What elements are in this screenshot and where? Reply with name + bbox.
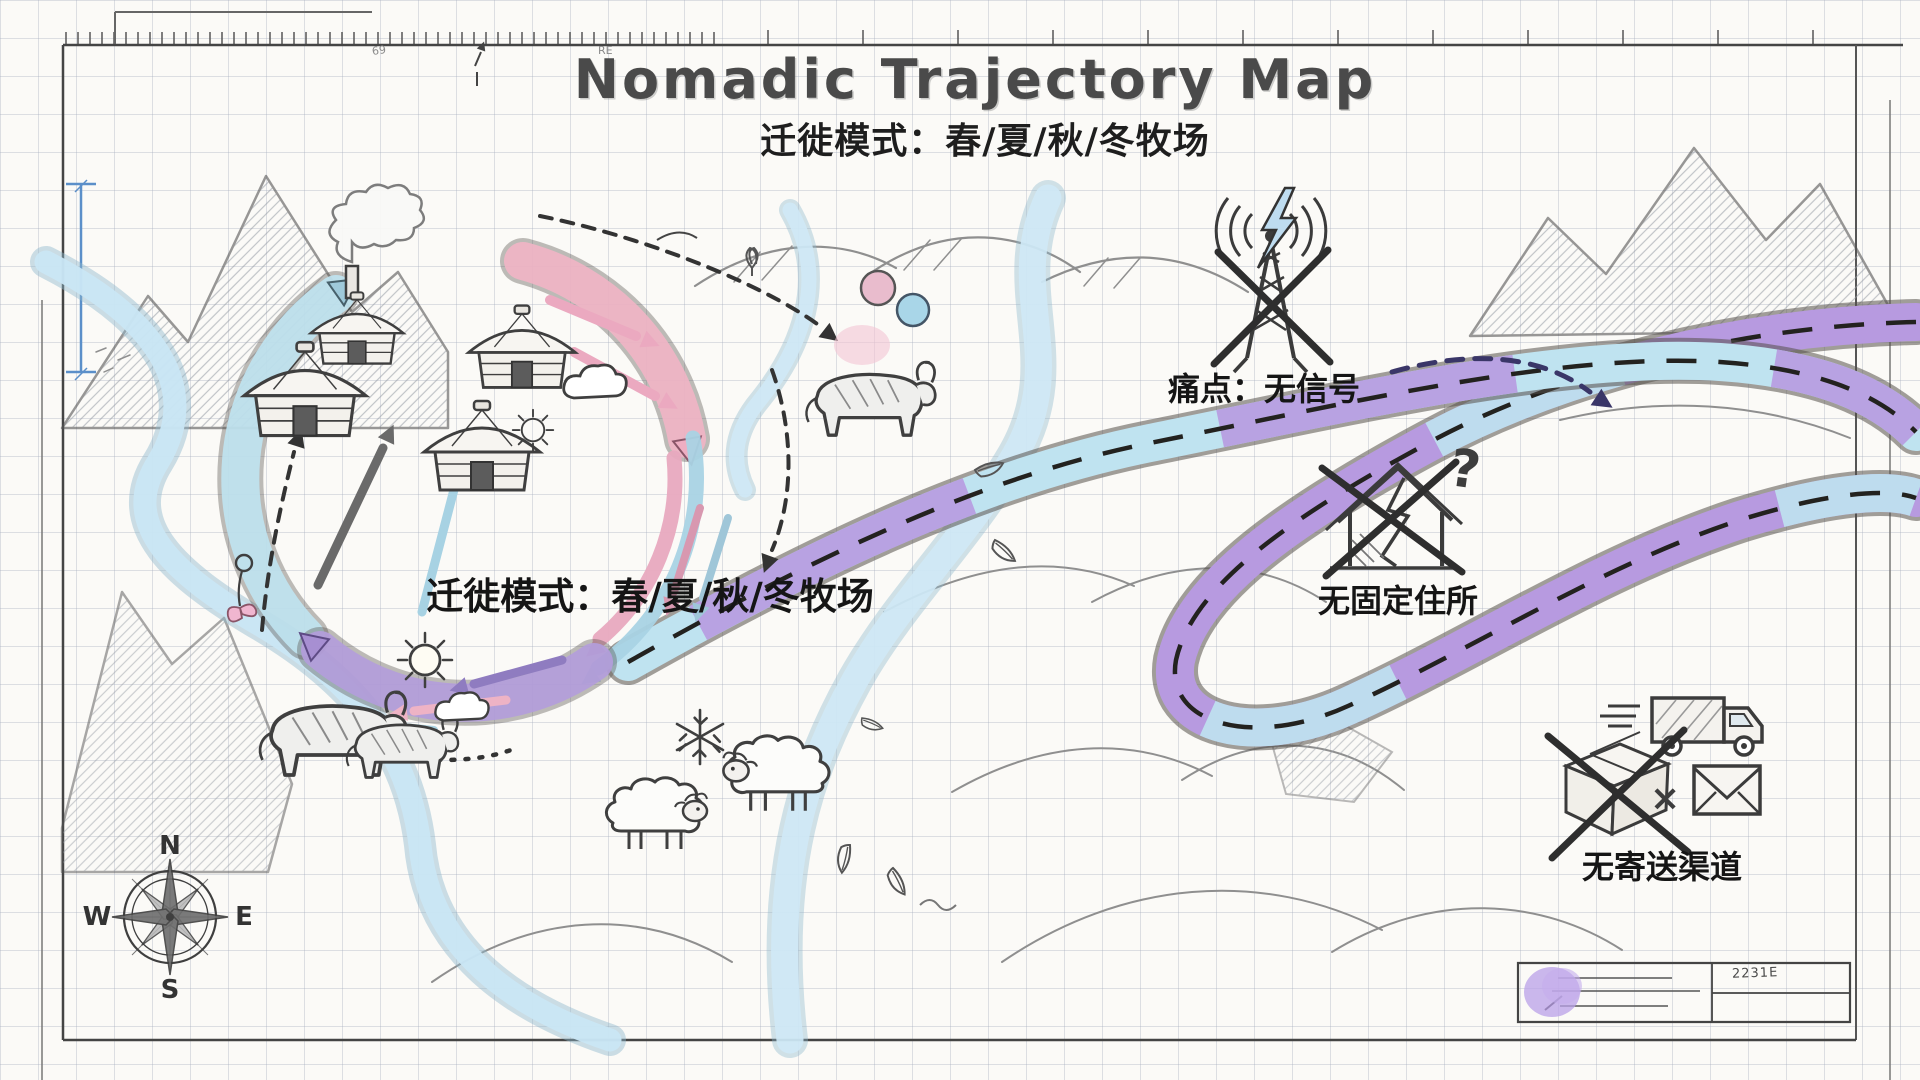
yurt-camp-icon <box>242 183 577 492</box>
compass-south-label: S <box>160 975 180 1005</box>
pain-point-no-residence-label: 无固定住所 <box>1318 582 1479 620</box>
ruler-annotation-mid: RE <box>598 44 613 57</box>
ruler-annotation-left: 69 <box>371 43 387 58</box>
sprout-icon <box>745 246 759 276</box>
broken-house-crossed-icon <box>1318 458 1466 580</box>
smoke-icon <box>328 183 426 264</box>
compass-rose-icon <box>111 858 229 976</box>
no-signal-dashed-arrow <box>1389 356 1618 417</box>
pain-point-no-signal-label: 痛点：无信号 <box>1168 370 1361 408</box>
cloud-icon <box>434 363 628 722</box>
package-crossed-icon <box>1544 726 1692 862</box>
title-block-code: 2231E <box>1731 965 1779 982</box>
snowflake-icon <box>675 708 725 766</box>
sun-icon <box>396 408 555 689</box>
page-title: Nomadic Trajectory Map <box>573 48 1377 111</box>
migration-cycle-ring <box>217 238 710 726</box>
pain-point-no-delivery-label: 无寄送渠道 <box>1582 848 1743 886</box>
lightning-icon <box>1256 186 1299 269</box>
river <box>30 180 1066 1058</box>
trajectory-road <box>605 299 1920 751</box>
page-subtitle: 迁徙模式：春/夏/秋/冬牧场 <box>760 121 1210 162</box>
squiggle-doodle <box>919 899 957 911</box>
compass-east-label: E <box>235 902 253 932</box>
compass-north-label: N <box>159 831 181 861</box>
season-dots <box>656 231 931 365</box>
radio-tower-crossed-icon <box>1210 186 1334 374</box>
title-block <box>1516 961 1852 1024</box>
flower-pin-icon <box>226 553 258 623</box>
cross-mark: × <box>1650 778 1681 819</box>
envelope-icon <box>1692 764 1762 816</box>
blueprint-frame <box>41 11 1903 1080</box>
yak-icon <box>804 360 937 437</box>
delivery-truck-icon <box>1600 696 1764 757</box>
compass-west-label: W <box>82 902 112 932</box>
dashed-guides <box>260 214 844 763</box>
migration-cycle-label: 迁徙模式：春/夏/秋/冬牧场 <box>426 575 874 618</box>
